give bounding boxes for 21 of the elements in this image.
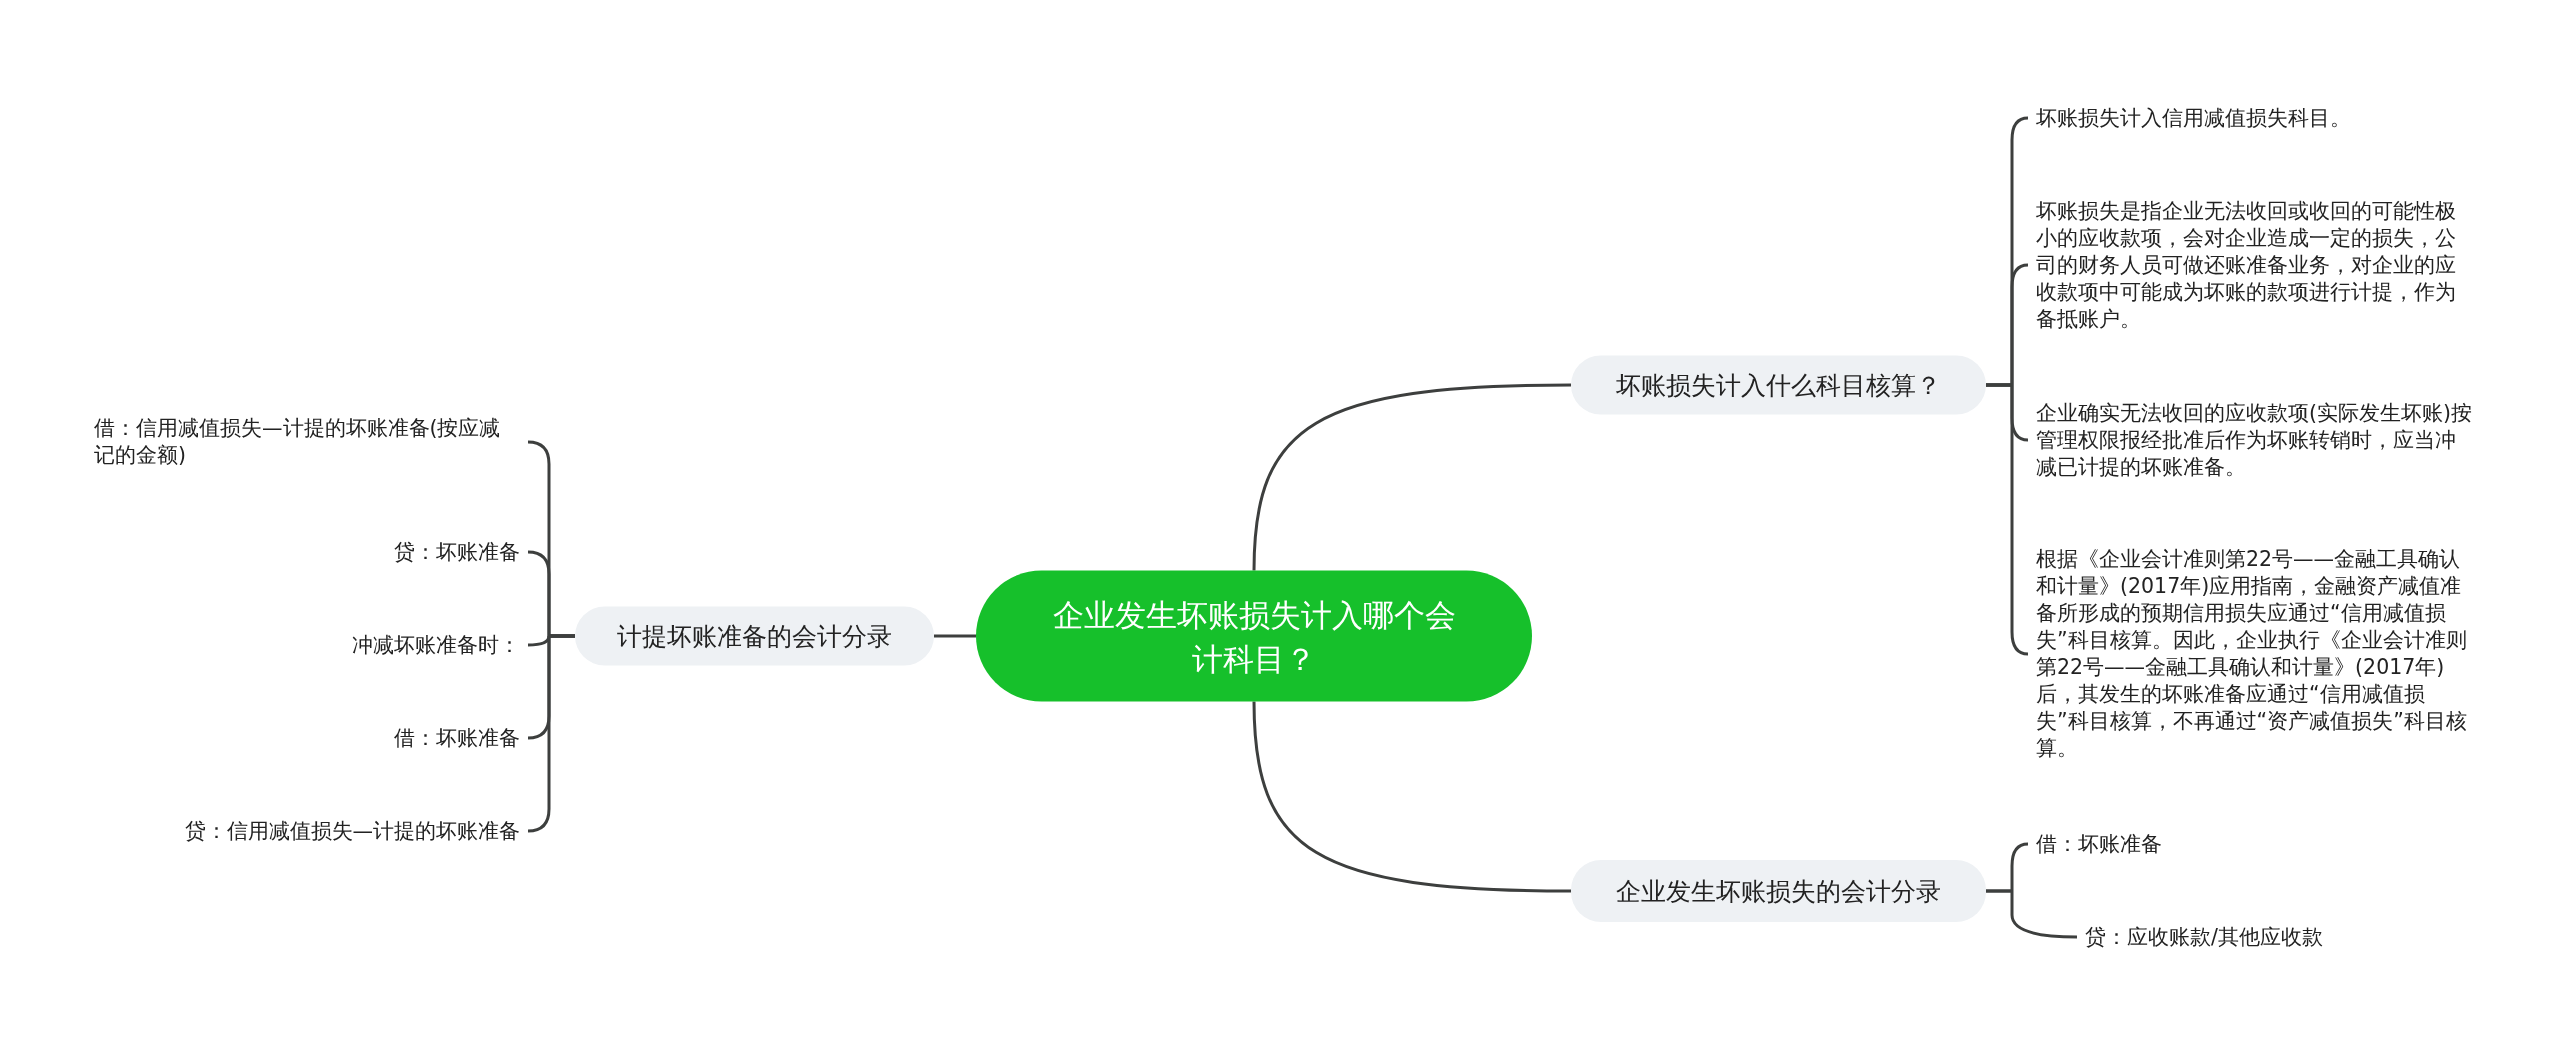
- leaf-text: 根据《企业会计准则第22号——金融工具确认和计量》(2017年)应用指南，金融资产减值准备所形成的预期信用损失应通过“信用减值损失”科目核算。因此，企业执行《企业会计准则第22号——金融工具确认和计量》(2017年)后，其发生的坏账准备应通过“信用减值损失”科目核算，不再通过“资产减值损失”科目核算。: [2036, 546, 2476, 762]
- leaf-text: 坏账损失是指企业无法收回或收回的可能性极小的应收款项，会对企业造成一定的损失，公司的财务人员可做还账准备业务，对企业的应收款项中可能成为坏账的款项进行计提，作为备抵账户。: [2036, 197, 2476, 333]
- leaf-text: 坏账损失计入信用减值损失科目。: [2036, 104, 2476, 132]
- branch-topic: 计提坏账准备的会计分录: [575, 606, 934, 666]
- branch-topic: 企业发生坏账损失的会计分录: [1571, 860, 1986, 922]
- leaf-text: 借：坏账准备: [2036, 830, 2162, 858]
- connector-line: [1252, 701, 1572, 893]
- leaf-text: 冲减坏账准备时：: [352, 631, 520, 659]
- leaf-text: 借：坏账准备: [394, 724, 520, 752]
- connector-line: [1984, 383, 2030, 656]
- leaf-text: 借：信用减值损失—计提的坏账准备(按应减记的金额): [94, 415, 520, 469]
- connector-line: [934, 634, 976, 638]
- leaf-text: 企业确实无法收回的应收款项(实际发生坏账)按管理权限报经批准后作为坏账转销时，应当冲减已计提的坏账准备。: [2036, 399, 2476, 481]
- connector-line: [1252, 383, 1572, 571]
- leaf-text: 贷：坏账准备: [394, 538, 520, 566]
- leaf-text: 贷：应收账款/其他应收款: [2085, 923, 2323, 951]
- leaf-text: 贷：信用减值损失—计提的坏账准备: [184, 817, 520, 845]
- central-topic: 企业发生坏账损失计入哪个会计科目？: [976, 570, 1532, 702]
- connector-line: [1984, 889, 2079, 939]
- branch-topic: 坏账损失计入什么科目核算？: [1571, 355, 1986, 415]
- connector-line: [526, 634, 577, 833]
